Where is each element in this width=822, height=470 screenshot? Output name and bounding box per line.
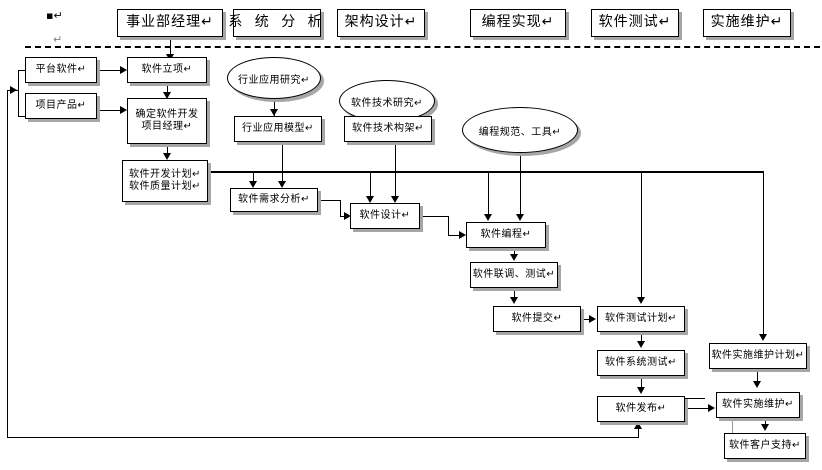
connector-plan-to-requirement xyxy=(253,171,254,184)
connector-initiation-to-assign-pm xyxy=(167,83,168,95)
arrowhead-platform-to-initiation xyxy=(120,66,127,74)
connector-maintenance-plan-to-maintenance xyxy=(757,369,758,383)
connector-test-plan-to-system-test xyxy=(641,332,642,343)
connector-plan-to-design xyxy=(370,171,371,199)
bullet-mark-icon: ▪↵ xyxy=(46,9,63,22)
arrowhead-industry-model-to-requirement xyxy=(278,181,286,188)
pilcrow-mark-icon: ↵ xyxy=(53,33,63,46)
connector-release-to-maintenance-h1 xyxy=(685,398,705,399)
node-software-coding[interactable]: 软件编程↵ xyxy=(466,222,546,248)
swimlane-header-testing[interactable]: 软件测试↵ xyxy=(591,9,679,37)
swimlane-header-maintenance[interactable]: 实施维护↵ xyxy=(703,9,791,37)
node-implementation-maintenance[interactable]: 软件实施维护↵ xyxy=(716,392,800,418)
node-software-design[interactable]: 软件设计↵ xyxy=(350,203,420,229)
arrowhead-requirement-to-design xyxy=(344,212,351,220)
connector-system-test-to-release xyxy=(641,376,642,389)
connector-feedback-left-vertical xyxy=(7,90,8,438)
node-test-plan[interactable]: 软件测试计划↵ xyxy=(597,306,685,332)
connector-feedback-branch-to-platform xyxy=(18,70,25,71)
arrowhead-feedback-branch xyxy=(10,86,17,94)
arrowhead-design-to-coding xyxy=(459,231,466,239)
arrowhead-release-to-maintenance xyxy=(708,404,715,412)
connector-maintenance-to-support xyxy=(765,418,766,426)
node-requirement-analysis[interactable]: 软件需求分析↵ xyxy=(230,188,318,212)
connector-requirement-to-design-h2 xyxy=(340,216,346,217)
connector-coding-to-integration xyxy=(514,248,515,256)
connector-architecture-to-design xyxy=(395,142,396,199)
arrowhead-submit-to-test-plan xyxy=(589,315,596,323)
connector-feedback-branch-to-product xyxy=(18,116,25,117)
node-development-plan-line2: 软件质量计划↵ xyxy=(129,181,201,192)
arrowhead-plan-to-requirement xyxy=(249,181,257,188)
node-project-product[interactable]: 项目产品↵ xyxy=(25,93,97,119)
connector-design-to-coding-h2 xyxy=(448,235,461,236)
node-assign-project-manager-line2: 项目经理↵ xyxy=(141,121,193,132)
node-software-initiation[interactable]: 软件立项↵ xyxy=(127,57,207,83)
node-maintenance-plan[interactable]: 软件实施维护计划↵ xyxy=(709,343,807,369)
node-platform-software[interactable]: 平台软件↵ xyxy=(25,57,97,83)
connector-release-to-feedback xyxy=(638,422,639,438)
connector-feedback-branch-vertical xyxy=(18,70,19,116)
connector-plan-to-maintenance-plan xyxy=(763,171,764,338)
connector-plan-to-test-plan xyxy=(641,171,642,301)
connector-requirement-to-design-v xyxy=(340,200,341,216)
node-software-release[interactable]: 软件发布↵ xyxy=(597,396,685,422)
arrowhead-initiation-to-assign-pm xyxy=(163,92,171,99)
node-assign-project-manager[interactable]: 确定软件开发 项目经理↵ xyxy=(127,98,207,144)
swimlane-divider xyxy=(25,46,820,48)
arrowhead-plan-to-maintenance-plan xyxy=(759,334,767,341)
connector-plan-to-coding xyxy=(488,171,489,216)
node-software-technology-architecture[interactable]: 软件技术构架↵ xyxy=(344,116,432,142)
connector-product-to-assign-pm xyxy=(97,110,123,111)
arrowhead-feedback-to-release xyxy=(634,422,642,429)
arrowhead-maintenance-plan-to-maintenance xyxy=(753,381,761,388)
connector-feedback-bottom-horizontal xyxy=(7,437,638,438)
node-software-submit[interactable]: 软件提交↵ xyxy=(493,306,581,332)
arrowhead-product-to-assign-pm xyxy=(120,106,127,114)
connector-design-to-coding-v xyxy=(448,216,449,235)
node-customer-support[interactable]: 软件客户支持↵ xyxy=(724,433,806,459)
arrowhead-coding-to-integration xyxy=(510,254,518,261)
ellipse-coding-standards-tools[interactable]: 编程规范、工具↵ xyxy=(462,107,578,153)
connector-assign-pm-to-dev-plan xyxy=(167,144,168,156)
arrowhead-architecture-to-design xyxy=(391,196,399,203)
node-system-test[interactable]: 软件系统测试↵ xyxy=(597,350,685,376)
connector-industry-research-stem xyxy=(274,99,275,116)
arrowhead-maintenance-to-support xyxy=(761,424,769,431)
node-development-plan-line1: 软件开发计划↵ xyxy=(129,168,201,180)
node-integration-test[interactable]: 软件联调、测试↵ xyxy=(470,262,558,288)
node-industry-application-model[interactable]: 行业应用模型↵ xyxy=(234,116,322,142)
arrowhead-assign-pm-to-dev-plan xyxy=(163,153,171,160)
arrowhead-plan-to-coding xyxy=(484,214,492,221)
connector-requirement-to-design-h1 xyxy=(318,200,340,201)
arrowhead-integration-to-submit xyxy=(510,297,518,304)
arrowhead-standards-to-coding xyxy=(516,214,524,221)
arrowhead-industry-research-stem xyxy=(270,109,278,116)
connector-release-to-maintenance-h2 xyxy=(685,408,710,409)
node-assign-project-manager-line1: 确定软件开发 xyxy=(135,108,199,120)
arrowhead-system-test-to-release xyxy=(637,387,645,394)
connector-design-to-coding-h1 xyxy=(420,216,448,217)
connector-submit-to-test-plan xyxy=(581,319,591,320)
connector-maintenance-support-gray xyxy=(732,418,733,433)
swimlane-header-architecture-design[interactable]: 架构设计↵ xyxy=(337,9,425,37)
connector-plan-distribution-line xyxy=(208,171,764,173)
swimlane-header-manager[interactable]: 事业部经理↵ xyxy=(117,9,223,37)
connector-platform-to-initiation xyxy=(97,70,123,71)
connector-integration-to-submit xyxy=(514,288,515,299)
swimlane-header-system-analysis[interactable]: 系 统 分 析 xyxy=(228,9,322,37)
ellipse-industry-application-research[interactable]: 行业应用研究↵ xyxy=(227,57,321,99)
connector-industry-model-to-requirement xyxy=(282,142,283,184)
swimlane-header-coding[interactable]: 编程实现↵ xyxy=(470,9,566,37)
arrowhead-plan-to-design xyxy=(366,196,374,203)
node-development-plan[interactable]: 软件开发计划↵ 软件质量计划↵ xyxy=(122,160,208,202)
connector-manager-to-initiation xyxy=(170,37,171,56)
arrowhead-plan-to-test-plan xyxy=(637,297,645,304)
connector-release-to-maintenance-v xyxy=(685,398,686,408)
connector-standards-to-coding xyxy=(520,153,521,216)
arrowhead-test-plan-to-system-test xyxy=(637,341,645,348)
